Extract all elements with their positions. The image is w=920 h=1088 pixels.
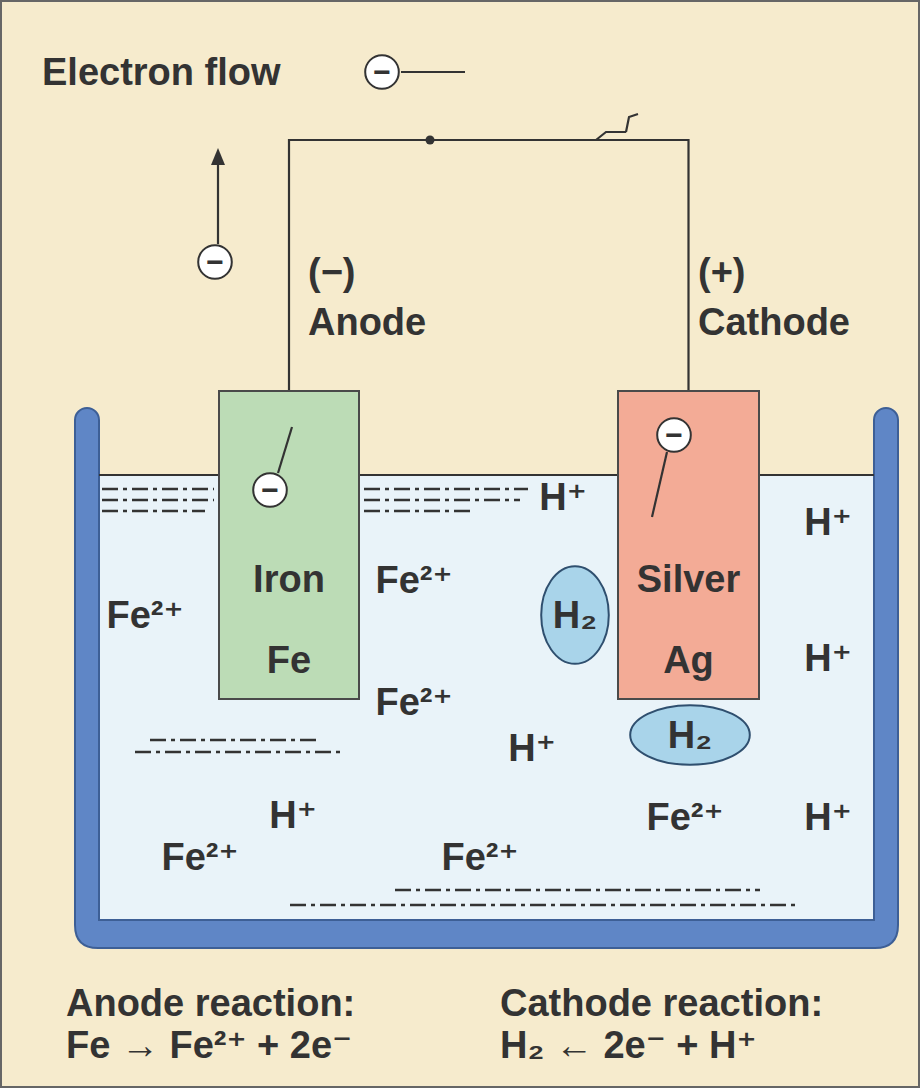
- polarity-sign: (−): [308, 250, 356, 294]
- ion-label: Fe²⁺: [375, 680, 452, 724]
- polarity-sign: (+): [698, 250, 746, 294]
- ripple: [135, 751, 345, 754]
- hydrogen-bubble: H₂: [540, 565, 610, 665]
- ion-label: Fe²⁺: [161, 835, 238, 879]
- electron-sign: −: [206, 247, 224, 277]
- electron-trail: [278, 427, 292, 473]
- legend-label: Electron flow: [42, 50, 281, 94]
- reaction-heading: Anode reaction:: [66, 981, 355, 1025]
- electrode-label: Anode: [308, 300, 426, 344]
- arrowhead: [211, 148, 225, 165]
- reaction-heading: Cathode reaction:: [500, 981, 823, 1025]
- gas-label: H₂: [668, 713, 712, 757]
- ion-label: H⁺: [269, 793, 317, 837]
- ripple: [364, 499, 520, 502]
- ion-label: H⁺: [804, 795, 852, 839]
- electron-circle: [198, 245, 232, 279]
- electron-trail: [401, 71, 465, 73]
- bubble-shape: [541, 566, 609, 664]
- silver-electrode: SilverAg −: [617, 390, 760, 700]
- wire: [289, 140, 689, 390]
- element-symbol: Fe: [267, 638, 311, 682]
- ion-label: H⁺: [804, 636, 852, 680]
- ripple: [102, 488, 214, 491]
- reaction-equation: H₂ ← 2e⁻ + H⁺: [500, 1023, 757, 1067]
- switch-symbol: [596, 114, 638, 140]
- electron-sign: −: [373, 57, 391, 87]
- bubble-shape: [630, 705, 750, 765]
- ion-label: H⁺: [508, 726, 556, 770]
- electron-circle: [365, 55, 399, 89]
- ripple: [102, 510, 205, 513]
- gas-label: H₂: [553, 593, 597, 637]
- electron-symbol: −: [656, 417, 692, 453]
- electron-sign: −: [261, 475, 279, 505]
- ion-label: Fe²⁺: [375, 558, 452, 602]
- ion-label: H⁺: [539, 475, 587, 519]
- electron-symbol: −: [252, 472, 288, 508]
- ripple: [102, 499, 214, 502]
- electron-circle: [657, 418, 691, 452]
- reaction-equation: Fe → Fe²⁺ + 2e⁻: [66, 1023, 352, 1067]
- ion-label: Fe²⁺: [441, 835, 518, 879]
- electron-trail: [652, 452, 667, 517]
- ion-label: H⁺: [804, 500, 852, 544]
- ripple: [395, 889, 760, 892]
- hydrogen-bubble: H₂: [629, 704, 751, 766]
- electrode-name: Iron: [253, 557, 325, 601]
- ripple: [290, 904, 800, 907]
- beaker: [75, 408, 898, 948]
- ripple: [364, 510, 470, 513]
- element-symbol: Ag: [663, 638, 714, 682]
- electron-symbol: −: [197, 244, 233, 280]
- flow-arrow: [217, 163, 219, 244]
- ion-label: Fe²⁺: [106, 593, 183, 637]
- ion-label: Fe²⁺: [646, 795, 723, 839]
- iron-electrode: IronFe −: [218, 390, 360, 700]
- electron-circle: [253, 473, 287, 507]
- electron-symbol: −: [364, 54, 400, 90]
- ripple: [150, 739, 320, 742]
- electrode-label: Cathode: [698, 300, 850, 344]
- ripple: [364, 488, 528, 491]
- electron-sign: −: [665, 420, 683, 450]
- electrode-name: Silver: [637, 557, 741, 601]
